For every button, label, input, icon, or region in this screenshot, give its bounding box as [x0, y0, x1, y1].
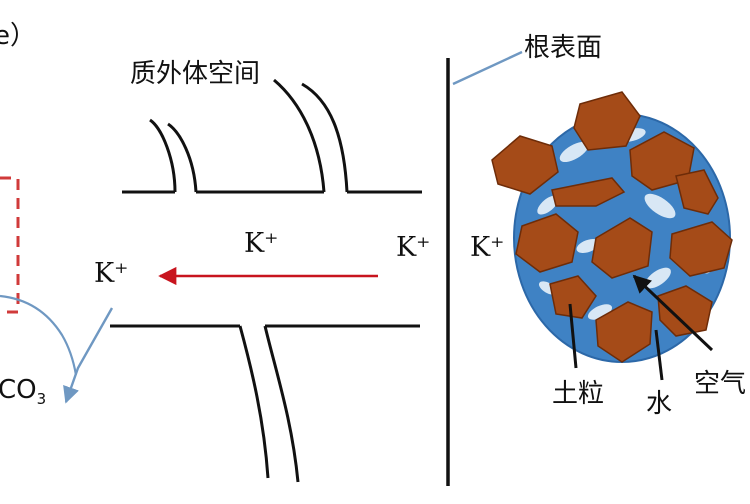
soil-particle-label: 土粒 — [552, 379, 604, 409]
apoplast-channel — [110, 78, 422, 483]
k-ion-label-apoplast: K⁺ — [244, 228, 278, 259]
apoplast-label: 质外体空间 — [130, 59, 260, 89]
water-label: 水 — [646, 389, 672, 419]
left-blue-curve — [0, 294, 78, 376]
soil-particles — [491, 91, 733, 363]
k-ion-label-left: K⁺ — [94, 258, 128, 289]
root-surface-pointer — [452, 50, 523, 86]
co-fragment-label: CO3 — [0, 375, 46, 408]
soil-aggregate — [491, 91, 733, 363]
k-ion-label-root-surface: K⁺ — [396, 232, 430, 263]
k-ion-label-soil: K⁺ — [470, 232, 504, 263]
root-surface-label: 根表面 — [524, 33, 602, 63]
air-label: 空气 — [694, 369, 746, 399]
soil-label-pointers — [568, 274, 714, 381]
dashed-red-box — [0, 176, 20, 314]
corner-fragment-text: e） — [0, 21, 36, 51]
blue-pointer-arrow — [63, 307, 114, 404]
